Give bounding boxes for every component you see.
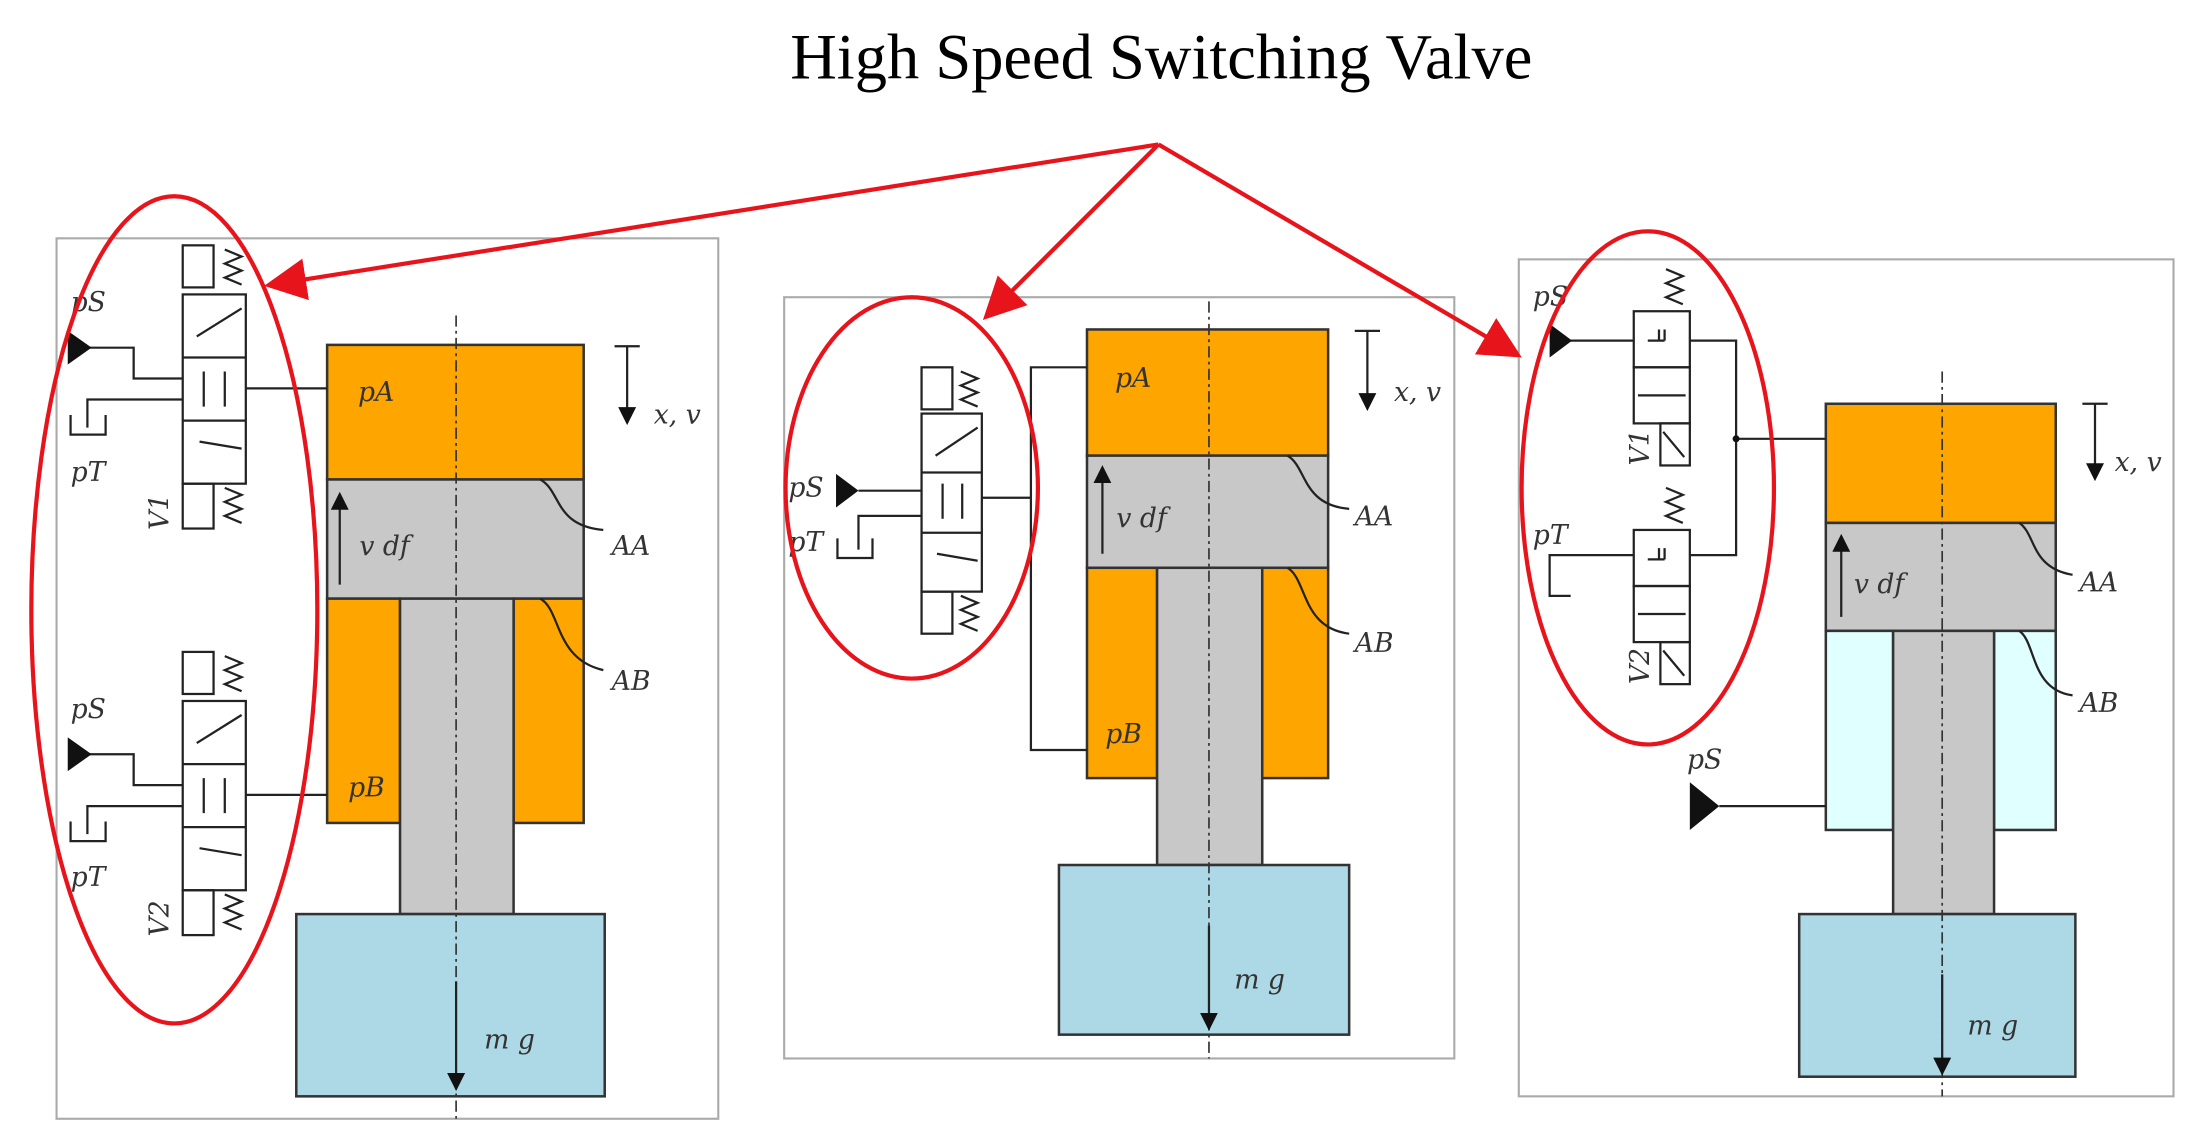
area-b-leader: [2018, 629, 2073, 697]
valve-v2: [1632, 486, 1691, 686]
label-area-a: AA: [2077, 568, 2118, 599]
callout-arrows: [264, 142, 1522, 358]
label-pressure-a: pA: [1115, 363, 1151, 394]
supply-triangle-icon: [1689, 782, 1720, 830]
valve-lines: [857, 366, 1087, 752]
valve-v1: [1632, 268, 1691, 467]
displacement-arrow-icon: [615, 345, 640, 420]
label-valve-v2: V2: [1625, 648, 1656, 684]
valve-highlight-ellipse: [1519, 229, 1777, 747]
label-supply-pressure: pS: [71, 694, 106, 725]
label-area-b: AB: [609, 666, 651, 697]
label-tank-pressure: pT: [1533, 520, 1570, 551]
label-damping: v df: [1116, 503, 1171, 534]
label-damping: v df: [1854, 569, 1909, 600]
chamber-b-right: [512, 597, 585, 825]
junction-dot: [1732, 435, 1740, 443]
area-a-leader: [1286, 454, 1350, 511]
chamber-b-left: [1085, 566, 1159, 780]
arrow-to-panel-2-icon: [982, 142, 1160, 320]
chamber-a: [1085, 328, 1330, 457]
supply-triangle-icon: [836, 473, 859, 508]
label-supply-pressure: pS: [788, 472, 823, 503]
piston: [1085, 454, 1330, 570]
panel-two-valves-2way: pS pT V1 V2 pS x, v v df AA AB m g: [1517, 229, 2175, 1098]
load-mass: [1057, 863, 1351, 1036]
label-area-a: AA: [1352, 502, 1393, 533]
chamber-a: [1824, 402, 2058, 525]
area-a-leader: [539, 478, 604, 532]
displacement-arrow-icon: [2082, 402, 2107, 477]
displacement-arrow-icon: [1355, 329, 1380, 407]
chamber-b-right: [1260, 566, 1330, 780]
label-valve-v1: V1: [1625, 429, 1656, 465]
label-pressure-a: pA: [358, 377, 394, 408]
arrow-to-panel-3-icon: [1157, 142, 1522, 358]
supply-triangle-icon: [67, 330, 92, 365]
chamber-b-right: [1992, 629, 2058, 832]
diagram-title: High Speed Switching Valve: [790, 22, 1532, 93]
label-supply-pressure: pS: [1687, 744, 1722, 775]
piston: [1824, 521, 2058, 633]
label-position-velocity: x, v: [654, 399, 701, 430]
tank-icon: [69, 821, 107, 843]
label-position-velocity: x, v: [2115, 447, 2162, 478]
valve-v2-lines: [77, 753, 328, 835]
load-mass: [295, 912, 606, 1098]
valve-lines: [1548, 339, 1826, 597]
label-damping: v df: [359, 531, 414, 562]
label-area-b: AB: [2077, 688, 2119, 719]
arrow-to-panel-1-icon: [264, 142, 1159, 301]
label-area-a: AA: [609, 531, 650, 562]
tank-icon: [836, 538, 874, 560]
tank-icon: [69, 414, 107, 436]
label-area-b: AB: [1352, 628, 1394, 659]
valve-highlight-ellipse: [29, 194, 320, 1026]
valve: [920, 366, 983, 635]
label-pressure-b: pB: [348, 772, 385, 803]
panel-two-valves-4way: pS pT V1 pS pT V2 pA pB x, v v df AA AB …: [29, 194, 720, 1120]
area-a-leader: [2018, 521, 2073, 576]
area-b-leader: [539, 597, 604, 672]
label-tank-pressure: pT: [71, 862, 108, 893]
supply-triangle-icon: [1549, 323, 1573, 358]
label-valve-v2: V2: [145, 900, 176, 936]
label-gravity-force: m g: [484, 1025, 535, 1056]
label-position-velocity: x, v: [1394, 377, 1441, 408]
area-b-leader: [1286, 566, 1350, 635]
label-gravity-force: m g: [1967, 1011, 2018, 1042]
panel-single-valve: pS pT pA pB x, v v df AA AB m g: [783, 295, 1456, 1060]
label-valve-v1: V1: [145, 494, 176, 530]
valve-v1-lines: [77, 346, 328, 428]
label-gravity-force: m g: [1234, 964, 1285, 995]
piston-rod: [1891, 629, 1996, 916]
label-pressure-b: pB: [1105, 719, 1142, 750]
supply-triangle-icon: [67, 737, 92, 772]
label-tank-pressure: pT: [71, 457, 108, 488]
chamber-b-left: [1824, 629, 1895, 832]
load-mass: [1797, 912, 2077, 1078]
valve-highlight-ellipse: [783, 295, 1041, 681]
